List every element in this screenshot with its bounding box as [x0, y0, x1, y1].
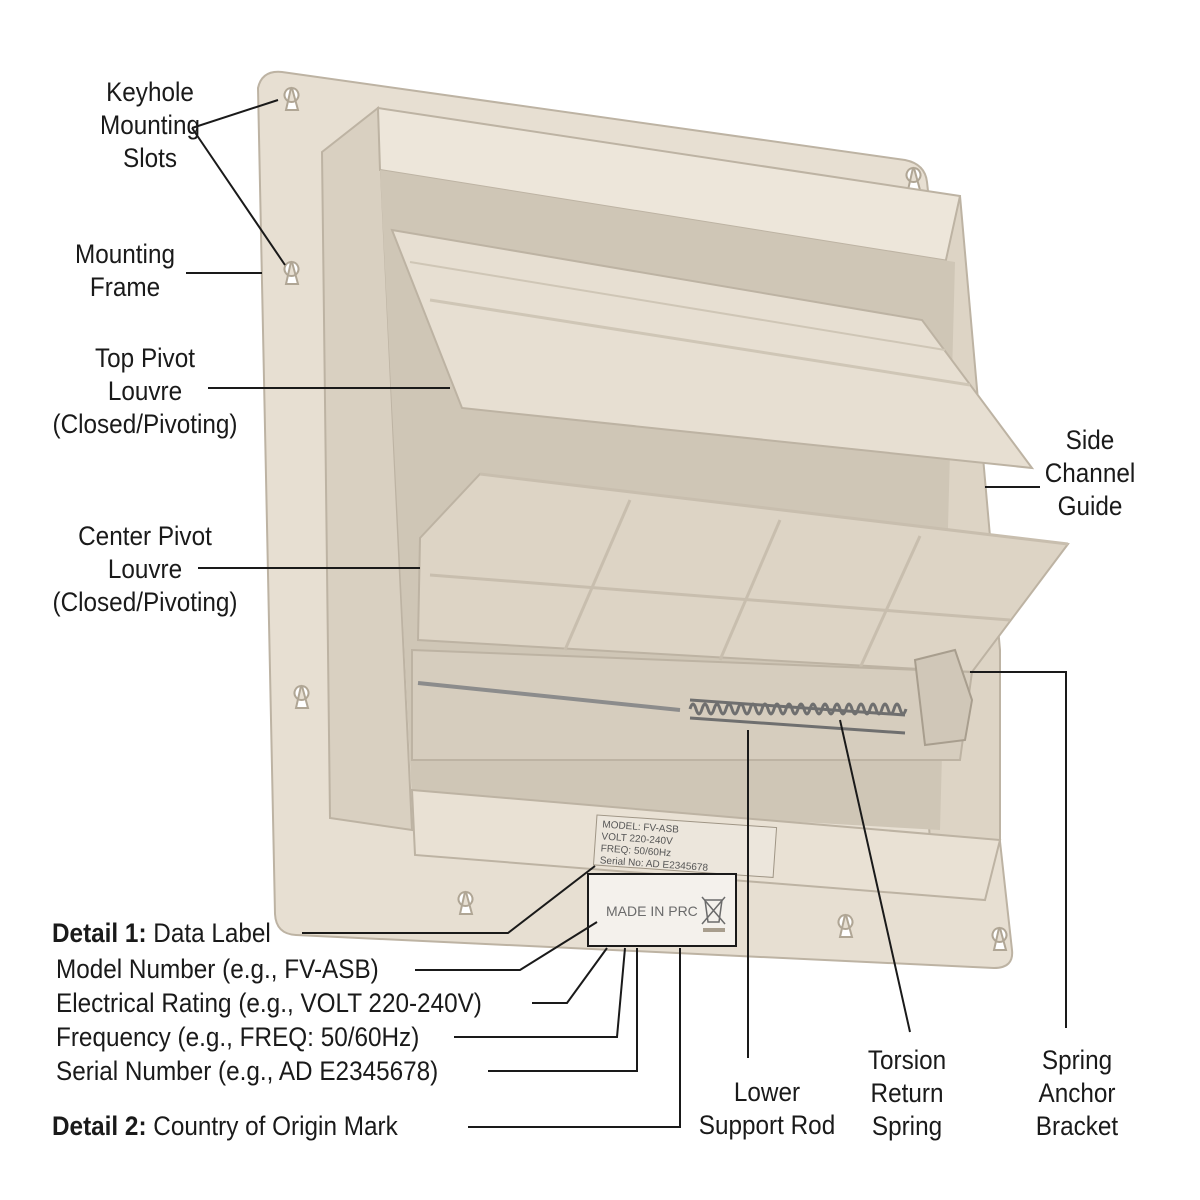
label-side-channel-line1: Side	[1065, 425, 1115, 455]
label-keyhole-line1: Keyhole	[106, 77, 194, 107]
leader-model	[415, 921, 598, 971]
label-top-louvre-line1: Top Pivot	[95, 343, 195, 373]
label-spring-line2: Return	[870, 1078, 944, 1108]
keyhole-slot-4	[457, 890, 474, 915]
weee-bin-icon	[701, 896, 726, 925]
label-detail2-prefix: Detail 2:	[52, 1111, 147, 1141]
origin-mark-box: MADE IN PRC	[587, 873, 737, 947]
label-center-louvre-line1: Center Pivot	[78, 521, 212, 551]
spring-anchor-bracket	[913, 648, 974, 747]
leader-lines	[186, 99, 1067, 1128]
label-keyhole-line2: Mounting	[100, 110, 200, 140]
label-top-louvre-line2: Louvre	[107, 376, 183, 406]
data-label-line2: VOLT 220-240V	[601, 831, 673, 847]
label-side-channel-line3: Guide	[1057, 491, 1123, 521]
label-frame-line2: Frame	[89, 272, 161, 302]
label-keyhole-line3: Slots	[122, 143, 178, 173]
label-detail1-text: Data Label	[146, 918, 271, 948]
label-spring-line3: Spring	[871, 1111, 943, 1141]
housing-left-wall	[320, 106, 414, 832]
label-frequency: Frequency (e.g., FREQ: 50/60Hz)	[56, 1022, 420, 1052]
leader-detail2	[468, 948, 681, 1128]
label-lower-rod-line2: Support Rod	[698, 1110, 836, 1140]
label-side-channel-guide: Side Channel Guide	[1036, 424, 1144, 523]
label-center-louvre-line2: Louvre	[107, 554, 183, 584]
label-serial-number: Serial Number (e.g., AD E2345678)	[56, 1056, 439, 1086]
leader-spring	[839, 719, 911, 1033]
label-center-louvre-line3: (Closed/Pivoting)	[52, 587, 238, 617]
keyhole-slot-7	[905, 166, 922, 191]
lower-support-rod	[417, 681, 681, 712]
leader-detail1	[302, 865, 596, 934]
label-detail2-text: Country of Origin Mark	[146, 1111, 398, 1141]
label-detail-1: Detail 1: Data Label	[52, 917, 271, 950]
label-torsion-return-spring: Torsion Return Spring	[849, 1044, 966, 1143]
keyhole-slot-2	[283, 260, 300, 285]
label-bracket-line3: Bracket	[1035, 1111, 1119, 1141]
label-side-channel-line2: Channel	[1044, 458, 1136, 488]
label-keyhole-mounting-slots: Keyhole Mounting Slots	[51, 76, 249, 175]
label-spring-line1: Torsion	[867, 1045, 947, 1075]
label-top-pivot-louvre: Top Pivot Louvre (Closed/Pivoting)	[33, 342, 258, 441]
label-model-number: Model Number (e.g., FV-ASB)	[56, 954, 379, 984]
data-label-line3: FREQ: 50/60Hz	[600, 843, 671, 859]
label-mounting-frame: Mounting Frame	[40, 238, 211, 304]
keyhole-slot-3	[293, 684, 310, 709]
label-electrical-rating: Electrical Rating (e.g., VOLT 220-240V)	[56, 988, 482, 1018]
label-frame-line1: Mounting	[75, 239, 175, 269]
label-detail1-prefix: Detail 1:	[52, 918, 147, 948]
leader-bracket	[970, 671, 1067, 1028]
top-louvre	[390, 228, 1035, 470]
keyhole-slot-6	[991, 926, 1008, 951]
data-label-line1: MODEL: FV-ASB	[602, 819, 680, 835]
keyhole-slot-1	[283, 86, 300, 111]
keyhole-slot-5	[837, 913, 854, 938]
label-center-pivot-louvre: Center Pivot Louvre (Closed/Pivoting)	[33, 520, 258, 619]
leader-keyhole	[191, 99, 286, 266]
label-bracket-line1: Spring	[1041, 1045, 1113, 1075]
keyhole-slots	[283, 86, 1008, 951]
label-top-louvre-line3: (Closed/Pivoting)	[52, 409, 238, 439]
label-detail-2: Detail 2: Country of Origin Mark	[52, 1110, 398, 1143]
label-lower-rod-line1: Lower	[733, 1077, 801, 1107]
label-spring-anchor-bracket: Spring Anchor Bracket	[1019, 1044, 1136, 1143]
label-lower-support-rod: Lower Support Rod	[682, 1076, 853, 1142]
origin-mark-text: MADE IN PRC	[606, 903, 698, 919]
leader-electrical	[532, 947, 608, 1004]
leader-frequency	[454, 947, 626, 1038]
center-louvre	[416, 472, 1070, 674]
torsion-return-spring	[688, 698, 908, 735]
leader-serial	[488, 948, 638, 1072]
label-bracket-line2: Anchor	[1038, 1078, 1116, 1108]
